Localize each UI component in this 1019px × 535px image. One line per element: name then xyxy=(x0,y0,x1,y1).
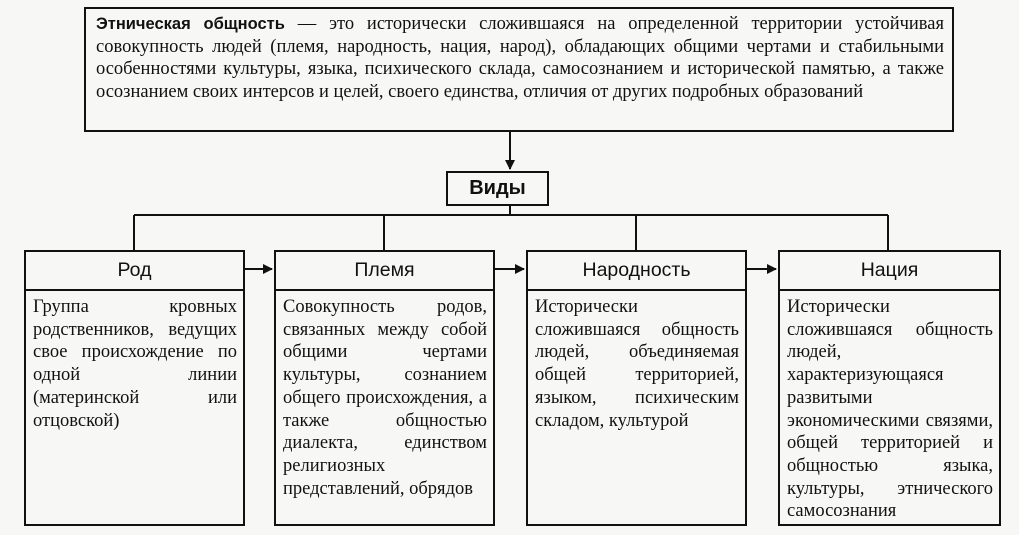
definition-text: — это исторически сложившаяся на определ… xyxy=(96,14,945,102)
column-description: Исторически сложившаяся общность людей, … xyxy=(535,297,739,431)
column-description: Совокупность родов, связанных между собо… xyxy=(283,297,487,499)
column-description: Исторически сложившаяся общность людей, … xyxy=(787,297,993,522)
definition-term: Этническая общность xyxy=(96,15,285,33)
column-title: Нация xyxy=(780,252,999,291)
column-narodnost: Народность Исторически сложившаяся общно… xyxy=(526,250,747,526)
kinds-box: Виды xyxy=(446,171,549,206)
column-natsiya: Нация Исторически сложившаяся общность л… xyxy=(778,250,1001,526)
kinds-label: Виды xyxy=(469,177,526,199)
definition-box: Этническая общность — это исторически сл… xyxy=(84,7,954,132)
column-rod: Род Группа кровных родственников, ведущи… xyxy=(24,250,245,526)
column-description: Группа кровных родственников, ведущих св… xyxy=(33,297,237,431)
column-title: Народность xyxy=(528,252,745,291)
column-title: Род xyxy=(26,252,243,291)
column-plemya: Племя Совокупность родов, связанных межд… xyxy=(274,250,495,526)
column-title: Племя xyxy=(276,252,493,291)
